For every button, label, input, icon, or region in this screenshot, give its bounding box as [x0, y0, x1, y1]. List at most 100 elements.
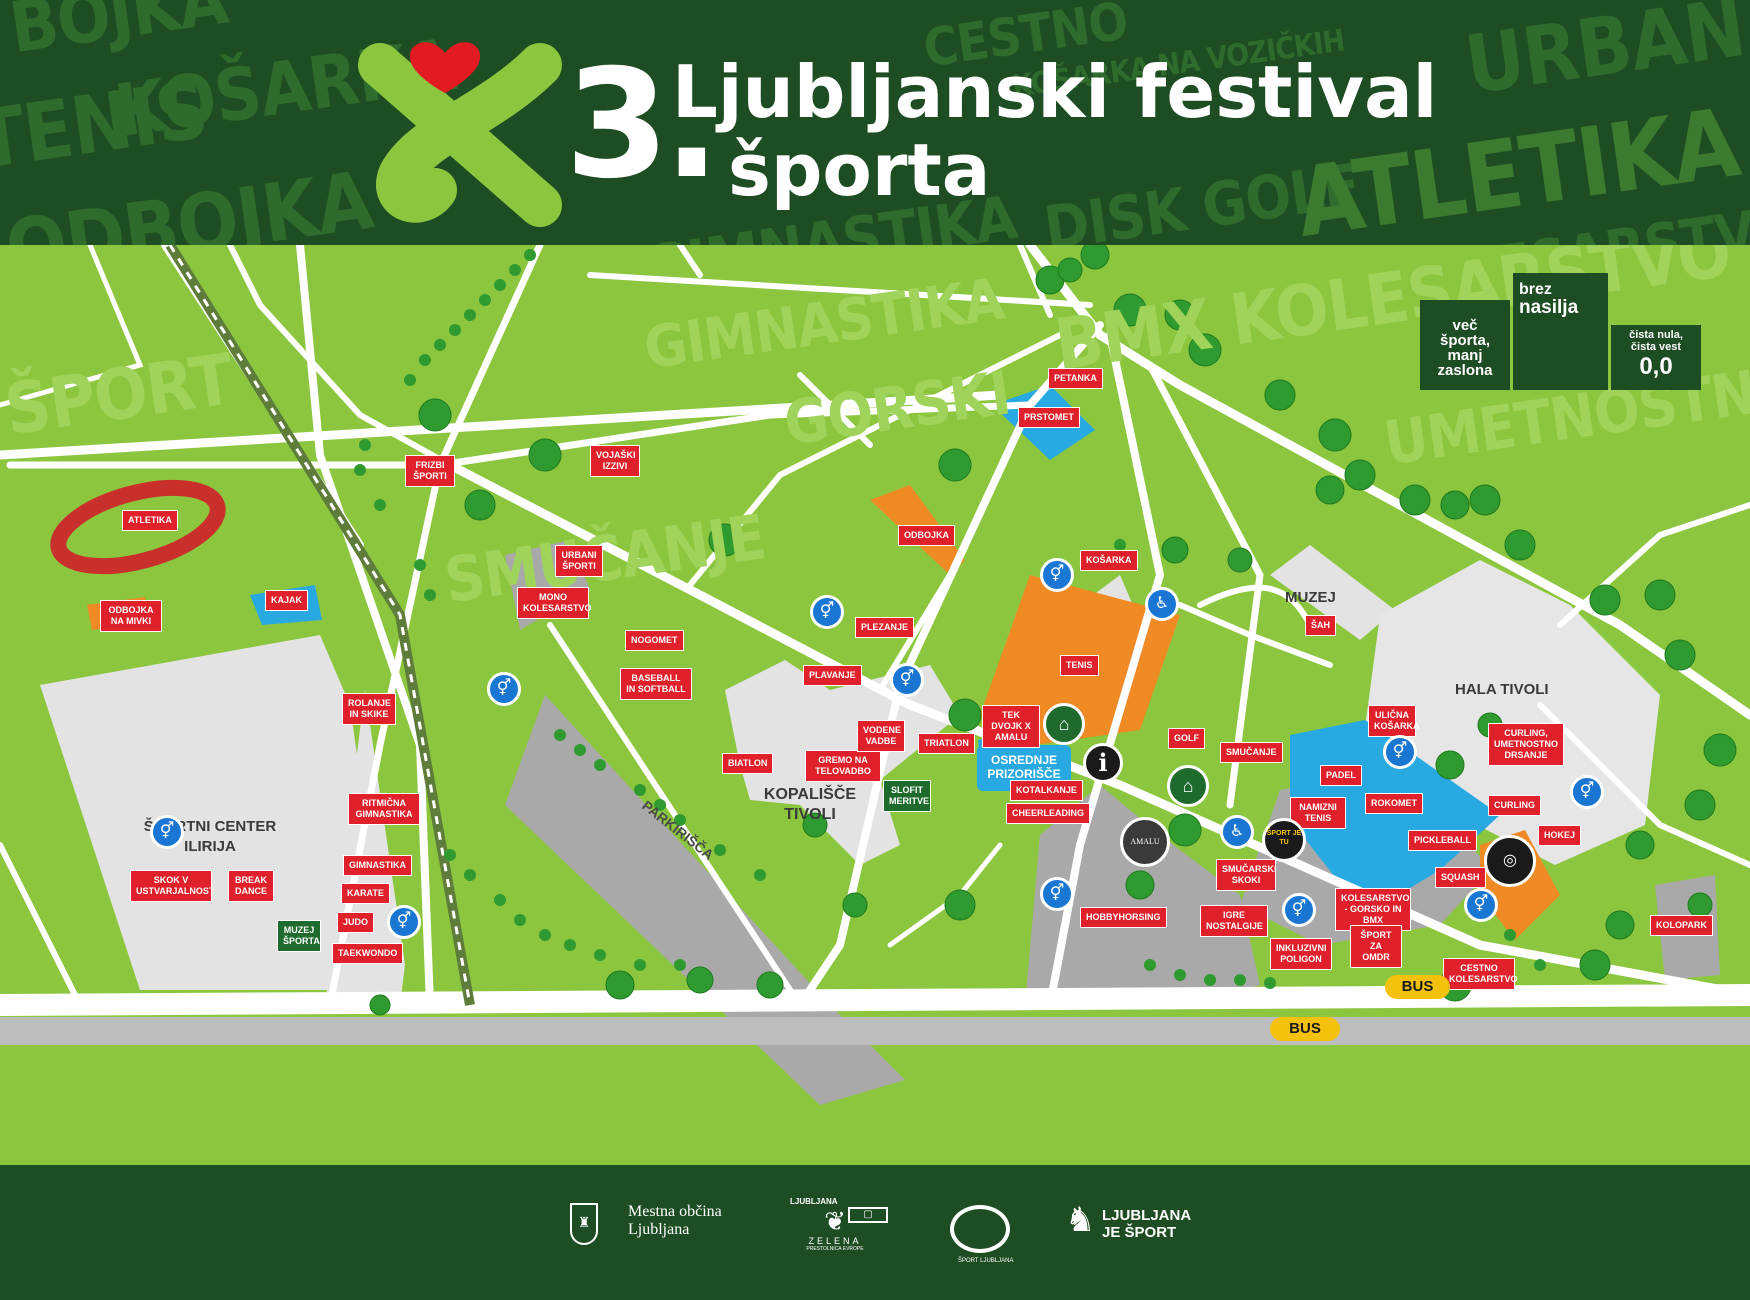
label-kotalkanje[interactable]: KOTALKANJE: [1010, 780, 1083, 801]
wc-icon: ♿: [1145, 587, 1179, 621]
label-hobby[interactable]: HOBBYHORSING: [1080, 907, 1167, 928]
osrednje-label: OSREDNJE PRIZORIŠČE: [987, 753, 1061, 781]
festival-title-line2: športa: [728, 128, 991, 212]
label-vodene[interactable]: VODENE VADBE: [857, 720, 905, 752]
area-muzej: MUZEJ: [1285, 589, 1336, 606]
label-kajak[interactable]: KAJAK: [265, 590, 309, 611]
sport-ljubljana-icon: ◎: [1484, 835, 1536, 887]
label-inkluzivni[interactable]: INKLUZIVNI POLIGON: [1270, 938, 1332, 970]
badge-zero: 0,0: [1639, 353, 1673, 380]
label-tek-dvojk[interactable]: TEK DVOJK X AMALU: [982, 705, 1040, 748]
info-icon[interactable]: i: [1083, 743, 1123, 783]
label-odbojka-mivki[interactable]: ODBOJKA NA MIVKI: [100, 600, 162, 632]
label-rokomet[interactable]: ROKOMET: [1365, 793, 1423, 814]
badge-cista-nula: čista nula, čista vest 0,0: [1611, 325, 1701, 390]
zelena-leaf-icon: ❦: [824, 1206, 846, 1236]
athletics-track: [50, 479, 226, 575]
label-nogomet[interactable]: NOGOMET: [625, 630, 684, 651]
label-hokej[interactable]: HOKEJ: [1538, 825, 1582, 846]
zelena-logo: LJUBLJANA ❦ ZELENA PRESTOLNICA EVROPE: [780, 1197, 890, 1277]
label-frizbi[interactable]: FRIZBI ŠPORTI: [405, 455, 455, 487]
badge-cista-nula-a: čista nula,: [1629, 329, 1683, 341]
label-muzej-sporta[interactable]: MUZEJ ŠPORTA: [277, 920, 321, 952]
wc-icon: ⚥: [1282, 893, 1316, 927]
sportni-center-area: [40, 635, 390, 990]
wc-icon: ♿: [1220, 815, 1254, 849]
label-kol-gorsko[interactable]: KOLESARSTVO - GORSKO IN BMX: [1335, 888, 1411, 931]
label-rolanje[interactable]: ROLANJE IN SKIKE: [342, 693, 396, 725]
area-kopalisce: KOPALIŠČE TIVOLI: [763, 786, 857, 823]
label-petanka[interactable]: PETANKA: [1048, 368, 1103, 389]
label-vojaski[interactable]: VOJAŠKI IZZIVI: [590, 445, 640, 477]
wc-icon: ⚥: [150, 815, 184, 849]
label-pickleball[interactable]: PICKLEBALL: [1408, 830, 1477, 851]
bus-stop-2: BUS: [1270, 1017, 1340, 1041]
badge-brez: brez: [1519, 281, 1552, 298]
label-triatlon[interactable]: TRIATLON: [918, 733, 975, 754]
wc-icon: ⚥: [890, 663, 924, 697]
label-cestno[interactable]: CESTNO KOLESARSTVO: [1443, 958, 1518, 990]
label-kosarka[interactable]: KOŠARKA: [1080, 550, 1138, 571]
label-gremo[interactable]: GREMO NA TELOVADBO: [805, 750, 881, 782]
muzej-building: [1270, 545, 1395, 640]
label-slofit[interactable]: SLOFIT MERITVE: [883, 780, 931, 812]
label-curling-um[interactable]: CURLING, UMETNOSTNO DRSANJE: [1488, 723, 1564, 766]
park-map: GIMNASTIKA BMX KOLESARSTVO GORSKI SMUČAN…: [0, 245, 1750, 1165]
label-namizni[interactable]: NAMIZNI TENIS: [1290, 797, 1346, 829]
label-break[interactable]: BREAK DANCE: [228, 870, 274, 902]
footer-sport-lj: ŠPORT LJUBLJANA: [958, 1258, 1014, 1264]
label-odbojka[interactable]: ODBOJKA: [898, 525, 956, 546]
label-cheerleading[interactable]: CHEERLEADING: [1006, 803, 1091, 824]
label-judo[interactable]: JUDO: [337, 912, 375, 933]
label-plavanje[interactable]: PLAVANJE: [803, 665, 862, 686]
label-smucarski[interactable]: SMUČARSKI SKOKI: [1216, 859, 1277, 891]
wc-icon: ⚥: [1040, 877, 1074, 911]
wc-icon: ⚥: [1570, 775, 1604, 809]
header-banner: BOJKA TENIS KOŠARKA ODBOJKA GIMNASTIKA D…: [0, 0, 1750, 245]
label-kolopark[interactable]: KOLOPARK: [1650, 915, 1713, 936]
label-sah[interactable]: ŠAH: [1305, 615, 1337, 636]
label-golf[interactable]: GOLF: [1168, 728, 1205, 749]
label-baseball[interactable]: BASEBALL IN SOFTBALL: [620, 668, 692, 700]
zelena-top: LJUBLJANA: [790, 1197, 838, 1206]
badge-vec-sporta: več športa, manj zaslona: [1420, 300, 1510, 390]
label-sport-omdr[interactable]: ŠPORT ZA OMDR: [1350, 925, 1402, 968]
wc-icon: ⚥: [1464, 888, 1498, 922]
wc-icon: ⚥: [1383, 735, 1417, 769]
label-atletika[interactable]: ATLETIKA: [122, 510, 178, 531]
festival-title-line1: Ljubljanski festival: [672, 50, 1438, 134]
zelena-mid: ZELENA: [808, 1236, 862, 1246]
label-skok[interactable]: SKOK V USTVARJALNOST: [130, 870, 214, 902]
bus-stop-1: BUS: [1385, 975, 1450, 999]
label-ritmicna[interactable]: RITMIČNA GIMNASTIKA: [348, 793, 420, 825]
badge-brez-nasilja: brez nasilja: [1513, 273, 1608, 390]
label-igre[interactable]: IGRE NOSTALGIJE: [1200, 905, 1268, 937]
zelena-bot: PRESTOLNICA EVROPE: [806, 1246, 864, 1252]
badge-nasilja: nasilja: [1519, 297, 1579, 318]
wc-icon: ⚥: [487, 672, 521, 706]
label-urbani[interactable]: URBANI ŠPORTI: [555, 545, 603, 577]
festival-number: 3.: [565, 38, 720, 212]
label-plezanje[interactable]: PLEZANJE: [855, 617, 915, 638]
footer-sponsors: ♜ Mestna občina Ljubljana LJUBLJANA ❦ ZE…: [0, 1165, 1750, 1300]
footer-mol: Mestna občina Ljubljana: [628, 1203, 722, 1238]
label-taekwondo[interactable]: TAEKWONDO: [332, 943, 404, 964]
wc-icon: ⚥: [387, 905, 421, 939]
label-tenis[interactable]: TENIS: [1060, 655, 1099, 676]
badge-cista-vest: čista vest: [1630, 341, 1682, 353]
label-curling[interactable]: CURLING: [1488, 795, 1541, 816]
label-biatlon[interactable]: BIATLON: [722, 753, 774, 774]
food-stand-icon[interactable]: ⌂: [1043, 703, 1085, 745]
label-padel[interactable]: PADEL: [1320, 765, 1362, 786]
label-karate[interactable]: KARATE: [341, 883, 390, 904]
food-stand-icon[interactable]: ⌂: [1167, 765, 1209, 807]
festival-logo: [340, 25, 570, 230]
wc-icon: ⚥: [1040, 558, 1074, 592]
sport-ljubljana-logo: [950, 1205, 1010, 1253]
label-squash[interactable]: SQUASH: [1435, 867, 1486, 888]
label-gimnastika[interactable]: GIMNASTIKA: [343, 855, 412, 876]
label-prstomet[interactable]: PRSTOMET: [1018, 407, 1080, 428]
label-mono[interactable]: MONO KOLESARSTVO: [517, 587, 592, 619]
label-ulicna[interactable]: ULIČNA KOŠARKA: [1368, 705, 1420, 737]
label-smucanje[interactable]: SMUČANJE: [1220, 742, 1283, 763]
